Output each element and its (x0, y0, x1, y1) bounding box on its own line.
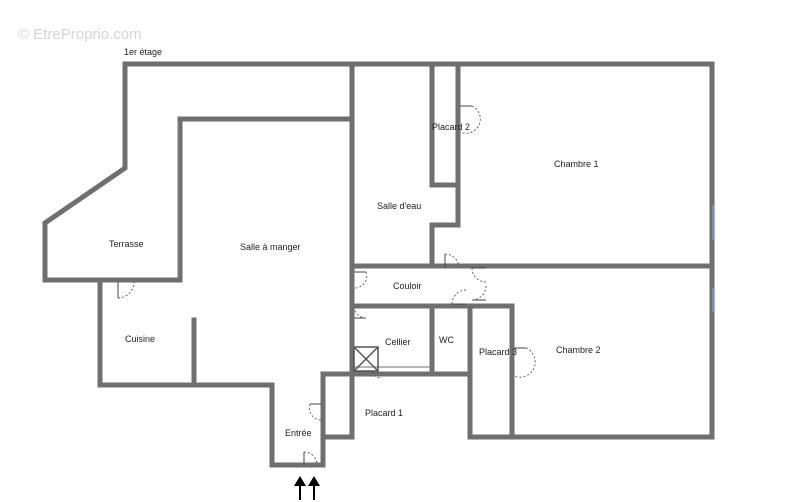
room-label-terrasse: Terrasse (109, 239, 144, 249)
thin-lines (177, 121, 430, 368)
entrance-arrows (294, 476, 320, 500)
room-label-salle-d-eau: Salle d'eau (377, 201, 421, 211)
watermark: © EtreProprio.com (18, 26, 142, 43)
interior-walls (97, 61, 715, 440)
entrance-arrow-icon (308, 476, 320, 500)
entrance-arrow-icon (294, 476, 306, 500)
room-label-cellier: Cellier (385, 337, 411, 347)
room-label-chambre-1: Chambre 1 (554, 159, 599, 169)
room-label-placard-3: Placard 3 (479, 347, 517, 357)
outer-wall (42, 61, 715, 468)
room-label-salle-a-manger: Salle à manger (240, 242, 301, 252)
doors (117, 105, 536, 466)
room-label-couloir: Couloir (393, 281, 422, 291)
room-label-placard-2: Placard 2 (432, 122, 470, 132)
room-label-wc: WC (439, 335, 454, 345)
room-label-entree: Entrée (285, 428, 312, 438)
room-labels: Terrasse Salle à manger Cuisine Salle d'… (109, 122, 601, 438)
floor-label: 1er étage (124, 47, 162, 57)
shaft-cross-icon (353, 346, 379, 372)
room-label-chambre-2: Chambre 2 (556, 345, 601, 355)
room-label-cuisine: Cuisine (125, 334, 155, 344)
room-label-placard-1: Placard 1 (365, 408, 403, 418)
